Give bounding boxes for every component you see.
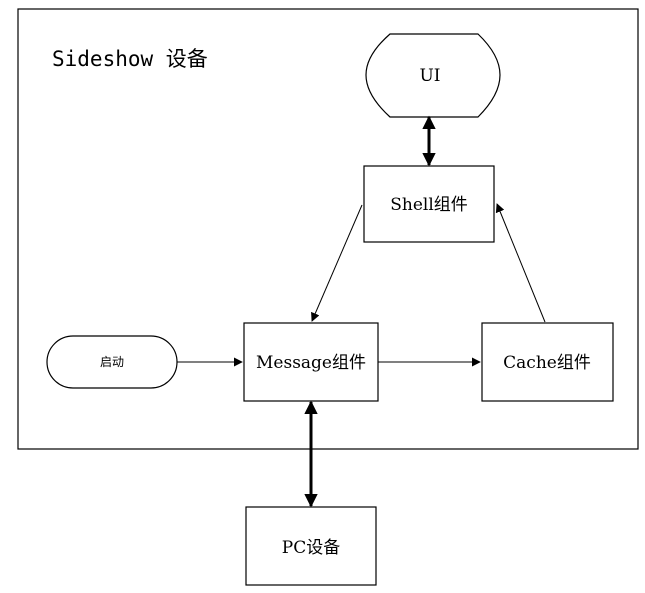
edge-shell-to-message [311,204,363,322]
pc-device-label: PC设备 [282,538,340,558]
shell-component-node [363,165,495,243]
edge-cache-to-shell [495,203,546,323]
start-node-label: 启动 [100,355,124,369]
cache-component-node [481,322,614,402]
shell-component-label: Shell组件 [390,195,468,215]
sideshow-device-container [17,8,639,450]
pc-device-node [245,506,377,586]
message-component-label: Message组件 [256,353,366,373]
ui-node-label: UI [419,66,440,86]
sideshow-device-title: Sideshow 设备 [52,47,208,71]
message-component-node [243,322,379,402]
ui-node-shape [365,33,501,118]
cache-component-label: Cache组件 [503,353,591,373]
